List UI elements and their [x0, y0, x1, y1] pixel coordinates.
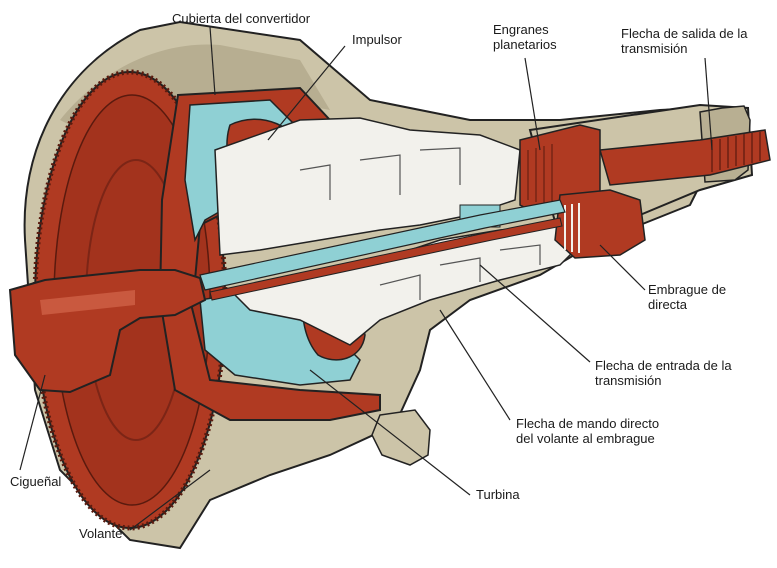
label-flecha-salida-line1: Flecha de salida de la	[621, 26, 748, 41]
label-flecha-de-mando-directo: Flecha de mando directo del volante al e…	[516, 416, 659, 446]
label-cubierta-del-convertidor: Cubierta del convertidor	[172, 11, 310, 26]
leader-engranes	[524, 57, 541, 151]
leader-lines	[19, 26, 713, 531]
label-ciguenal: Cigueñal	[10, 474, 61, 489]
label-engranes-line1: Engranes	[493, 22, 549, 37]
direct-drive-shaft	[209, 217, 563, 301]
label-volante-text: Volante	[79, 526, 123, 541]
label-flecha-de-entrada: Flecha de entrada de la transmisión	[595, 358, 732, 388]
label-embrague-line2: directa	[648, 297, 688, 312]
crankshaft-shading	[40, 290, 135, 315]
label-embrague-line1: Embrague de	[648, 282, 727, 297]
leader-cubierta	[209, 26, 216, 96]
label-turbina: Turbina	[476, 487, 520, 502]
label-impulsor: Impulsor	[352, 32, 402, 47]
leader-flecha-entrada	[479, 264, 591, 363]
leader-ciguenal	[19, 374, 46, 471]
label-ciguenal-text: Cigueñal	[10, 474, 62, 489]
label-cubierta-text: Cubierta del convertidor	[172, 11, 311, 26]
label-turbina-text: Turbina	[476, 487, 520, 502]
output-shaft-splines	[711, 132, 761, 172]
label-engranes-planetarios: Engranes planetarios	[493, 22, 557, 52]
leader-turbina	[309, 369, 471, 496]
leader-volante	[129, 469, 211, 531]
leader-flecha-salida	[704, 57, 713, 151]
label-embrague-de-directa: Embrague de directa	[648, 282, 726, 312]
label-flecha-mando-line2: del volante al embrague	[516, 431, 655, 446]
label-flecha-salida-line2: transmisión	[621, 41, 688, 56]
leader-embrague	[599, 244, 646, 291]
label-impulsor-text: Impulsor	[352, 32, 402, 47]
mounting-boss	[371, 409, 431, 466]
leader-impulsor	[267, 45, 346, 141]
leader-flecha-mando	[439, 309, 511, 421]
label-flecha-entrada-line2: transmisión	[595, 373, 662, 388]
label-flecha-mando-line1: Flecha de mando directo	[516, 416, 660, 431]
input-shaft	[199, 199, 566, 291]
planetary-gear-teeth	[527, 144, 553, 206]
direct-clutch	[554, 189, 646, 259]
label-flecha-entrada-line1: Flecha de entrada de la	[595, 358, 732, 373]
label-flecha-de-salida: Flecha de salida de la transmisión	[621, 26, 747, 56]
label-volante: Volante	[79, 526, 122, 541]
internal-details	[299, 147, 541, 300]
label-engranes-line2: planetarios	[493, 37, 557, 52]
